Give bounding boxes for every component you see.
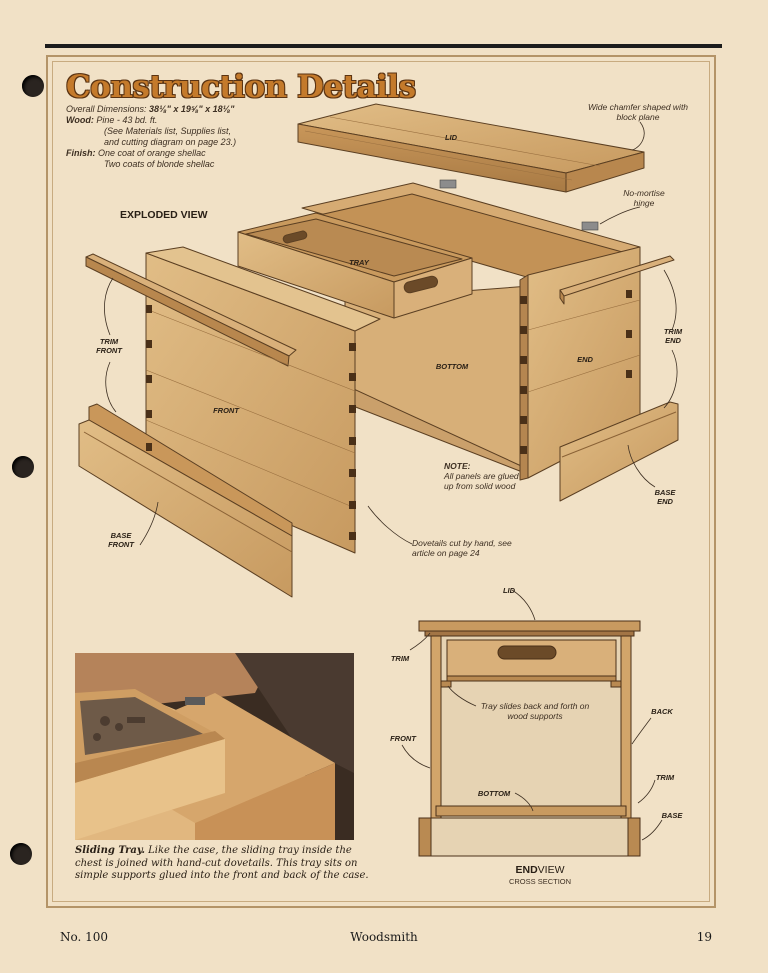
binder-hole-bottom	[10, 843, 32, 865]
footer-magazine: Woodsmith	[350, 930, 418, 944]
endview-tray-note: Tray slides back and forth on wood suppo…	[480, 701, 590, 721]
content-frame-inner	[52, 61, 710, 902]
part-label-trim-front: TRIM FRONT	[96, 337, 122, 355]
endview-label-back: BACK	[651, 707, 673, 716]
finish-2: Two coats of blonde shellac	[104, 159, 215, 169]
part-label-front: FRONT	[213, 406, 239, 415]
trim-front	[85, 253, 297, 367]
front-dovetails	[146, 305, 356, 540]
endview-subtitle: CROSS SECTION	[508, 877, 572, 886]
binder-hole-middle	[12, 456, 34, 478]
endview-title-rest: VIEW	[537, 864, 565, 876]
tray	[237, 212, 473, 319]
part-label-base-front: BASE FRONT	[108, 531, 134, 549]
wood-label: Wood:	[66, 115, 94, 125]
caption-title: Sliding Tray.	[75, 845, 145, 856]
case-body	[301, 182, 641, 476]
end-dovetails	[520, 290, 632, 454]
footer-issue: No. 100	[60, 930, 109, 944]
trim-end	[559, 255, 675, 305]
endview-title-bold: END	[515, 864, 538, 876]
endview-label-base: BASE	[661, 811, 683, 820]
hinge-left-icon	[439, 179, 457, 189]
wood-note-1: (See Materials list, Supplies list,	[104, 126, 232, 136]
exploded-view-heading: EXPLODED VIEW	[120, 209, 208, 221]
note-body: All panels are glued up from solid wood	[444, 471, 519, 491]
part-label-base-end: BASE END	[654, 488, 676, 506]
top-rule	[45, 44, 722, 48]
part-label-trim-end: TRIM END	[663, 327, 683, 345]
finish-1: One coat of orange shellac	[98, 148, 206, 158]
base-end	[559, 401, 679, 502]
part-label-tray: TRAY	[349, 258, 369, 267]
endview-label-lid: LID	[502, 586, 516, 595]
content-frame	[46, 55, 716, 908]
part-label-bottom: BOTTOM	[435, 362, 469, 371]
binder-hole-top	[22, 75, 44, 97]
hinge-right-icon	[581, 221, 599, 231]
note-title: NOTE:	[444, 461, 471, 471]
photo-caption: Sliding Tray. Like the case, the sliding…	[75, 845, 375, 883]
hinge-callout: No-mortise hinge	[623, 188, 665, 208]
endview-title: ENDVIEW	[480, 864, 600, 876]
endview-label-front: FRONT	[390, 734, 416, 743]
sliding-tray-photo	[75, 653, 354, 840]
footer-page-number: 19	[696, 930, 712, 944]
note-callout: NOTE: All panels are glued up from solid…	[444, 461, 522, 491]
wood-note-2: and cutting diagram on page 23.)	[104, 137, 237, 147]
dovetails-callout: Dovetails cut by hand, see article on pa…	[412, 538, 512, 558]
page-title: Construction Details	[66, 69, 416, 105]
specs-block: Overall Dimensions: 38⅛" x 19⅝" x 18⅛" W…	[66, 104, 236, 170]
part-label-lid: LID	[444, 133, 458, 142]
caption-body: Like the case, the sliding tray inside t…	[75, 845, 369, 881]
wood-value: Pine - 43 bd. ft.	[96, 115, 158, 125]
chamfer-callout: Wide chamfer shaped with block plane	[587, 102, 689, 122]
part-label-end: END	[577, 355, 593, 364]
endview-label-trim-right: TRIM	[655, 773, 675, 782]
finish-label: Finish:	[66, 148, 96, 158]
endview-label-bottom: BOTTOM	[477, 789, 511, 798]
lid-panel	[297, 103, 645, 193]
dimensions-label: Overall Dimensions:	[66, 104, 147, 114]
dimensions-value: 38⅛" x 19⅝" x 18⅛"	[149, 104, 235, 114]
endview-label-trim-left: TRIM	[390, 654, 410, 663]
base-front	[78, 403, 293, 598]
